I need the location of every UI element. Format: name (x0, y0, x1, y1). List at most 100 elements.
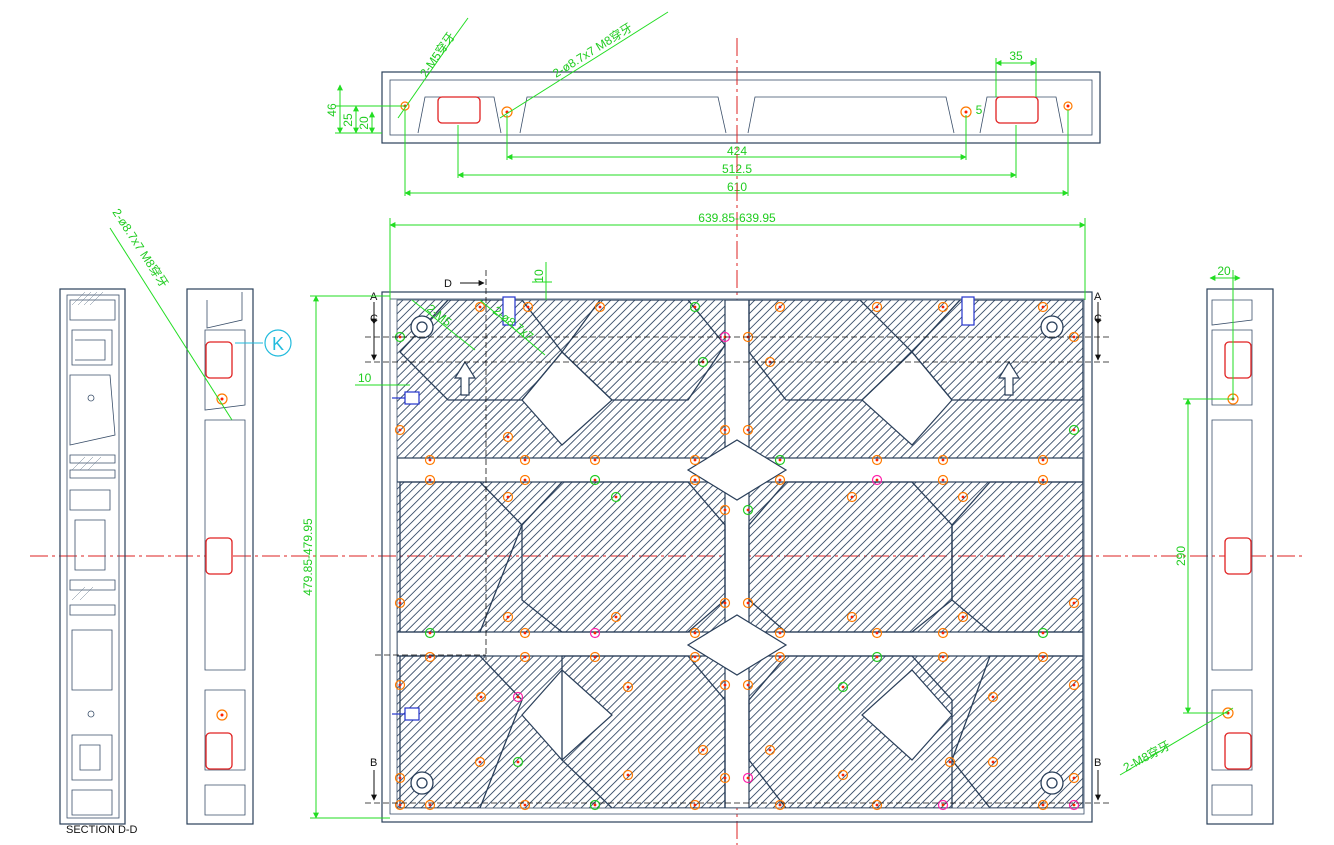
screw-hole-icon (1037, 301, 1049, 313)
right-handle-bottom (1224, 732, 1252, 770)
screw-hole-icon (719, 679, 731, 691)
screw-hole-icon (937, 454, 949, 466)
screw-hole-center (746, 776, 750, 780)
top-view-outline (381, 71, 1101, 144)
screw-hole-icon (774, 454, 786, 466)
screw-hole-icon (937, 799, 949, 811)
screw-hole-center (875, 305, 879, 309)
left-handle-top (205, 341, 233, 379)
screw-hole-icon (519, 627, 531, 639)
panel-holes (394, 301, 1080, 811)
screw-hole-center (991, 760, 995, 764)
screw-hole-center (693, 655, 697, 659)
screw-hole-icon (987, 691, 999, 703)
screw-hole-center (693, 803, 697, 807)
screw-hole-icon (689, 474, 701, 486)
dim-46: 46 (325, 103, 339, 117)
screw-hole-icon (937, 627, 949, 639)
dim-20: 20 (357, 116, 371, 130)
screw-hole-icon (871, 454, 883, 466)
screw-hole-center (1072, 335, 1076, 339)
screw-hole-icon (1068, 772, 1080, 784)
screw-hole-center (875, 478, 879, 482)
screw-hole-center (523, 458, 527, 462)
screw-hole-icon (871, 651, 883, 663)
screw-hole-icon (589, 651, 601, 663)
screw-hole-icon (475, 691, 487, 703)
screw-hole-center (941, 655, 945, 659)
screw-hole-center (723, 683, 727, 687)
right-handle-top (1224, 341, 1252, 379)
screw-hole-center (593, 478, 597, 482)
screw-hole-center (723, 776, 727, 780)
screw-hole-center (768, 748, 772, 752)
screw-hole-center (516, 760, 520, 764)
screw-hole-icon (519, 474, 531, 486)
screw-hole-center (506, 615, 510, 619)
dim-height: 479.85-479.95 (301, 518, 315, 596)
screw-hole-icon (742, 424, 754, 436)
left-side-view: 2-ø8.7x7 M8穿牙 K (109, 205, 292, 825)
screw-hole-center (1072, 428, 1076, 432)
screw-hole-center (428, 655, 432, 659)
screw-hole-icon (1037, 651, 1049, 663)
screw-hole-icon (937, 301, 949, 313)
screw-hole-center (526, 305, 530, 309)
screw-hole-icon (719, 424, 731, 436)
screw-hole-icon (1068, 679, 1080, 691)
screw-hole-center (778, 631, 782, 635)
screw-hole-icon (502, 491, 514, 503)
screw-hole-center (875, 655, 879, 659)
dim-25: 25 (341, 113, 355, 127)
screw-hole-center (941, 803, 945, 807)
screw-hole-center (1072, 683, 1076, 687)
screw-hole-center (948, 760, 952, 764)
screw-hole-center (778, 458, 782, 462)
screw-hole-icon (742, 679, 754, 691)
screw-hole-icon (871, 474, 883, 486)
screw-hole-center (398, 335, 402, 339)
screw-hole-center (991, 695, 995, 699)
screw-hole-center (428, 458, 432, 462)
screw-hole-icon (1068, 597, 1080, 609)
screw-hole-center (428, 478, 432, 482)
top-view: 424 512.5 610 35 5 46 25 20 2-M5穿牙 2-ø8.… (325, 11, 1101, 196)
top-handle-slot-right (995, 96, 1039, 124)
screw-hole-center (523, 478, 527, 482)
screw-hole-center (941, 631, 945, 635)
screw-hole-icon (764, 744, 776, 756)
screw-hole-center (398, 601, 402, 605)
screw-hole-icon (622, 769, 634, 781)
screw-hole-center (593, 655, 597, 659)
screw-hole-icon (512, 691, 524, 703)
screw-hole-icon (1037, 454, 1049, 466)
screw-hole-center (778, 305, 782, 309)
screw-hole-center (478, 305, 482, 309)
screw-hole-center (693, 631, 697, 635)
detail-k-circle (264, 329, 292, 357)
screw-hole-center (693, 478, 697, 482)
screw-hole-center (1041, 655, 1045, 659)
screw-hole-icon (519, 799, 531, 811)
screw-hole-center (1072, 601, 1076, 605)
screw-hole-center (941, 458, 945, 462)
screw-hole-icon (424, 651, 436, 663)
callout-m8-right: 2-M8穿牙 (1120, 737, 1172, 774)
screw-hole-center (1041, 803, 1045, 807)
screw-hole-icon (474, 756, 486, 768)
screw-hole-icon (957, 491, 969, 503)
screw-hole-icon (689, 301, 701, 313)
screw-hole-center (506, 495, 510, 499)
screw-hole-icon (689, 627, 701, 639)
dim-10-left: 10 (358, 371, 372, 385)
dim-35: 35 (1009, 49, 1023, 63)
screw-hole-center (523, 655, 527, 659)
dim-5: 5 (976, 103, 983, 117)
screw-hole-icon (871, 627, 883, 639)
screw-hole-icon (871, 301, 883, 313)
screw-hole-icon (1068, 424, 1080, 436)
screw-hole-center (593, 631, 597, 635)
section-caption: SECTION D-D (66, 824, 138, 836)
screw-hole-center (701, 748, 705, 752)
screw-hole-center (850, 615, 854, 619)
